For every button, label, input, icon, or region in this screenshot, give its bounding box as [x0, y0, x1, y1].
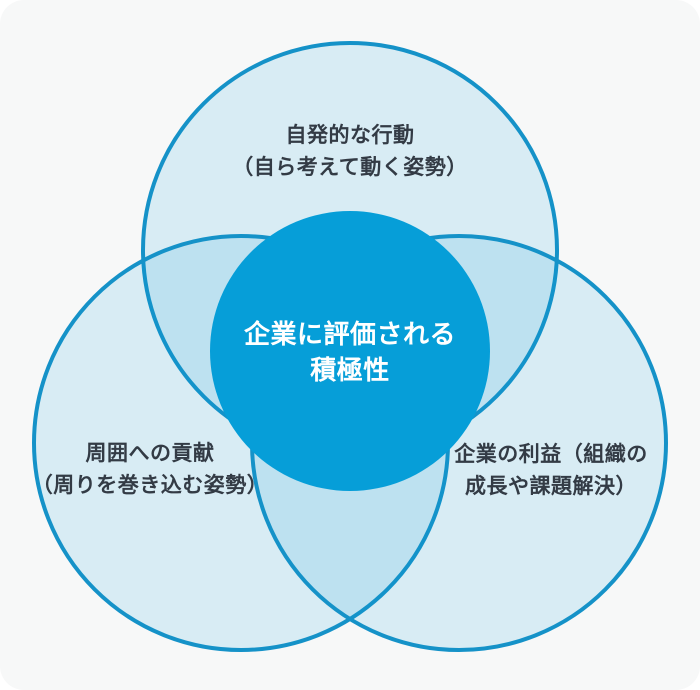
center-circle [210, 211, 490, 491]
bottom-right-circle-label: 企業の利益（組織の 成長や課題解決） [454, 439, 648, 503]
bottom-left-circle-label-line2: （周りを巻き込む姿勢） [31, 474, 269, 497]
bottom-left-circle-label-line1: 周囲への貢献 [85, 442, 215, 465]
top-circle-label-line2: （自ら考えて動く姿勢） [232, 156, 468, 179]
bottom-right-circle-label-line2: 成長や課題解決） [465, 475, 637, 498]
top-circle-label: 自発的な行動 （自ら考えて動く姿勢） [232, 120, 467, 184]
top-circle-label-line1: 自発的な行動 [285, 124, 415, 147]
bottom-right-circle-label-line1: 企業の利益（組織の [454, 443, 648, 466]
bottom-left-circle-label: 周囲への貢献 （周りを巻き込む姿勢） [32, 438, 269, 502]
center-circle-label-line2: 積極性 [310, 355, 390, 385]
center-circle-label-line1: 企業に評価される [243, 319, 457, 349]
center-circle-label: 企業に評価される 積極性 [244, 316, 456, 388]
